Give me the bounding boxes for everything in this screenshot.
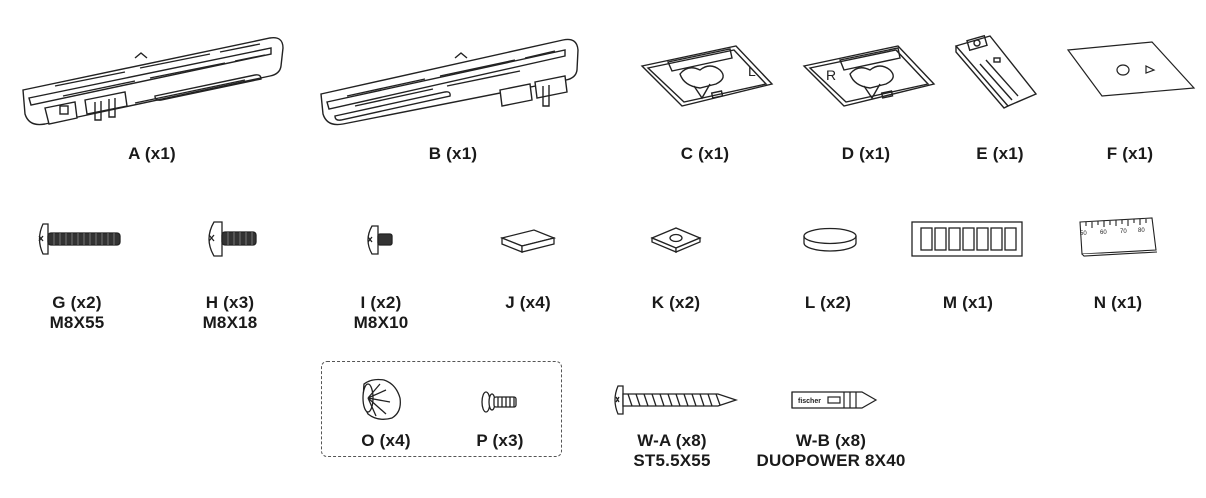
part-a-drawing bbox=[22, 37, 284, 126]
part-b-label: B (x1) bbox=[428, 144, 478, 163]
part-c-drawing: L bbox=[640, 45, 774, 107]
part-j-pad bbox=[498, 226, 558, 256]
part-l-drawing bbox=[803, 227, 857, 252]
part-d-drawing: R bbox=[802, 45, 936, 107]
part-wb-label: W-B (x8) bbox=[795, 431, 867, 450]
part-b-drawing bbox=[320, 38, 579, 126]
part-h-drawing bbox=[208, 221, 257, 257]
part-o-drawing bbox=[362, 378, 401, 420]
part-m-drawing bbox=[911, 221, 1023, 257]
part-wa-label: W-A (x8) bbox=[637, 431, 707, 450]
part-c-letter: L bbox=[748, 63, 756, 79]
part-n-drawing: 50 60 70 80 bbox=[1079, 217, 1158, 257]
part-wb-drawing: fischer bbox=[791, 391, 878, 409]
part-d-square-plate: R bbox=[800, 40, 938, 110]
part-k-drawing bbox=[650, 227, 702, 253]
part-a-wall-plate bbox=[15, 28, 290, 133]
part-wa-spec: ST5.5X55 bbox=[633, 451, 711, 470]
part-o-cap bbox=[358, 376, 404, 422]
part-f-label: F (x1) bbox=[1106, 144, 1154, 163]
part-c-label: C (x1) bbox=[680, 144, 730, 163]
part-j-drawing bbox=[499, 229, 557, 253]
part-n-ruler-booklet: 50 60 70 80 bbox=[1078, 216, 1158, 258]
part-h-bolt bbox=[202, 220, 262, 258]
ruler-tick-50: 50 bbox=[1080, 231, 1087, 237]
part-l-disc bbox=[802, 226, 858, 254]
part-g-bolt bbox=[34, 222, 124, 256]
part-m-spacer-strip bbox=[911, 220, 1025, 258]
part-e-drawing bbox=[954, 34, 1038, 109]
part-h-label: H (x3) bbox=[205, 293, 255, 312]
part-i-spec: M8X10 bbox=[353, 313, 409, 332]
part-wb-anchor: fischer bbox=[788, 386, 880, 414]
part-wa-drawing bbox=[614, 385, 739, 415]
part-k-label: K (x2) bbox=[651, 293, 701, 312]
ruler-tick-80: 80 bbox=[1138, 228, 1145, 234]
part-wa-screw bbox=[610, 384, 740, 416]
part-p-screw bbox=[480, 388, 520, 416]
part-a-label: A (x1) bbox=[128, 144, 176, 163]
ruler-tick-60: 60 bbox=[1100, 230, 1107, 236]
part-h-spec: M8X18 bbox=[202, 313, 258, 332]
part-f-drawing bbox=[1066, 41, 1196, 97]
part-i-label: I (x2) bbox=[360, 293, 402, 312]
part-wb-spec: DUOPOWER 8X40 bbox=[756, 451, 906, 470]
optional-parts-box bbox=[321, 361, 562, 457]
part-m-label: M (x1) bbox=[942, 293, 994, 312]
part-d-label: D (x1) bbox=[841, 144, 891, 163]
part-p-label: P (x3) bbox=[476, 431, 524, 450]
part-i-bolt bbox=[362, 224, 402, 256]
part-j-label: J (x4) bbox=[505, 293, 551, 312]
part-p-drawing bbox=[481, 391, 517, 413]
ruler-tick-70: 70 bbox=[1120, 229, 1127, 235]
part-c-square-plate: L bbox=[638, 40, 776, 110]
part-k-washer bbox=[650, 226, 702, 254]
part-i-drawing bbox=[367, 225, 393, 255]
part-e-slider bbox=[950, 30, 1040, 110]
part-n-label: N (x1) bbox=[1093, 293, 1143, 312]
part-g-label: G (x2) bbox=[52, 293, 102, 312]
anchor-brand: fischer bbox=[798, 398, 821, 405]
part-f-sheet bbox=[1066, 40, 1196, 98]
part-b-tv-plate bbox=[315, 30, 590, 130]
part-o-label: O (x4) bbox=[361, 431, 411, 450]
part-e-label: E (x1) bbox=[976, 144, 1024, 163]
part-g-drawing bbox=[38, 223, 121, 255]
part-g-spec: M8X55 bbox=[49, 313, 105, 332]
part-d-letter: R bbox=[826, 67, 836, 83]
part-l-label: L (x2) bbox=[804, 293, 852, 312]
